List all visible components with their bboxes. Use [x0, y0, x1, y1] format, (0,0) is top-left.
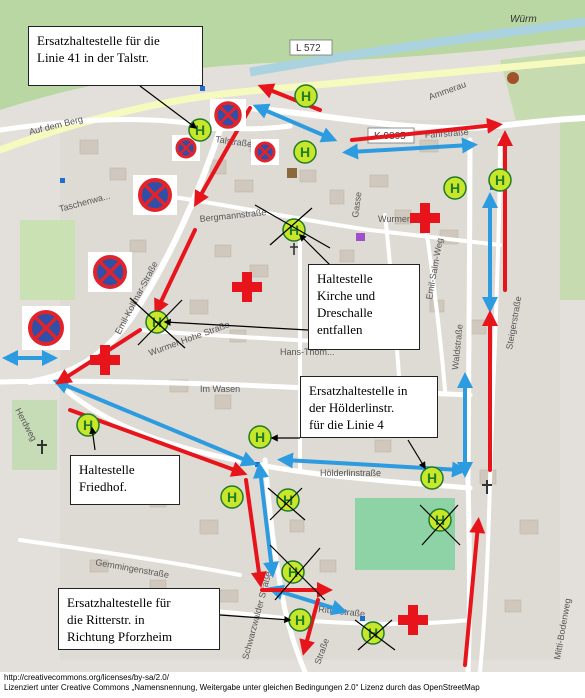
cross-icon: [37, 440, 47, 454]
callout-line: Richtung Pforzheim: [67, 629, 173, 644]
river: [249, 17, 585, 77]
cross-icon: [290, 243, 298, 255]
bus-stop-icon: H: [220, 485, 244, 509]
cross-icon: [482, 480, 492, 494]
park-area: [20, 220, 75, 300]
bus-marker: [60, 178, 65, 183]
bus-stop-icon: H: [248, 425, 272, 449]
bus-stop-icon: H: [488, 168, 512, 192]
no-parking-icon: [133, 175, 177, 215]
street-label: Hölderlinstraße: [320, 468, 381, 478]
bus-marker: [360, 616, 365, 621]
bus-stop-letter: H: [195, 122, 205, 138]
callout-replacement-stop-talstr: Ersatzhaltestelle für die Linie 41 in de…: [28, 26, 203, 86]
closure-cross-icon: [398, 605, 428, 635]
callout-replacement-stop-hoelderlinstr: Ersatzhaltestelle in der Hölderlinstr. f…: [300, 376, 438, 438]
bus-stop-letter: H: [283, 492, 293, 508]
no-parking-icon: [88, 252, 132, 292]
license-url[interactable]: http://creativecommons.org/licenses/by-s…: [4, 673, 169, 682]
closure-crosses: [90, 203, 440, 635]
bus-stop-letter: H: [227, 489, 237, 505]
callout-line: Ersatzhaltestelle für die: [37, 33, 160, 48]
cancelled-stop-marks: [129, 204, 461, 651]
license-text: Lizenziert unter Creative Commons „Namen…: [4, 683, 480, 692]
closure-cross-icon: [90, 345, 120, 375]
callout-pointers: [89, 85, 426, 624]
bus-stop-icon: H: [428, 508, 452, 532]
bus-marker: [200, 86, 205, 91]
cemetery: [12, 400, 57, 470]
callout-replacement-stop-ritterstr: Ersatzhaltestelle für die Ritterstr. in …: [58, 588, 220, 650]
bus-stop-icon: H: [293, 140, 317, 164]
bus-stop-letter: H: [288, 564, 298, 580]
no-parking-icon: [210, 99, 246, 131]
callout-line: Linie 41 in der Talstr.: [37, 50, 149, 65]
bus-stop-icon: H: [276, 488, 300, 512]
street-label: Hans-Thom...: [280, 347, 335, 357]
street-label: Gasse: [350, 191, 364, 218]
no-parking-icon: [22, 306, 70, 350]
callout-line: Ersatzhaltestelle für: [67, 595, 171, 610]
bus-stop-icon: H: [294, 84, 318, 108]
fire-station-icon: [507, 72, 519, 84]
callout-stops-dropped: Haltestelle Kirche und Dreschalle entfal…: [308, 264, 420, 350]
bus-stop-letter: H: [435, 512, 445, 528]
bus-stop-letter: H: [300, 144, 310, 160]
bus-stop-icon: H: [420, 466, 444, 490]
bus-stop-icon: H: [76, 413, 100, 437]
callout-line: der Hölderlinstr.: [309, 400, 395, 415]
no-parking-icon: [251, 139, 279, 165]
closure-cross-icon: [232, 272, 262, 302]
callout-line: Ersatzhaltestelle in: [309, 383, 408, 398]
callout-line: Haltestelle: [79, 462, 135, 477]
bus-stop-letter: H: [427, 470, 437, 486]
church-icon: [287, 168, 297, 178]
bus-stop-letter: H: [301, 88, 311, 104]
callout-line: entfallen: [317, 322, 363, 337]
bus-stop-letter: H: [255, 429, 265, 445]
callout-line: Dreschalle: [317, 305, 373, 320]
callout-line: Friedhof.: [79, 479, 128, 494]
street-label: Waldstraße: [450, 324, 465, 370]
callout-line: die Ritterstr. in: [67, 612, 145, 627]
callout-line: für die Linie 4: [309, 417, 384, 432]
bus-stop-letter: H: [295, 612, 305, 628]
no-parking-signs: [22, 99, 279, 350]
road-ref-l572: L 572: [296, 43, 321, 54]
bus-marker: [255, 462, 260, 467]
bus-stop-icon: H: [281, 560, 305, 584]
map: Würm: [0, 0, 585, 672]
street-label: Im Wasen: [200, 384, 240, 394]
callout-stop-friedhof: Haltestelle Friedhof.: [70, 455, 180, 505]
bus-stop-icon: H: [443, 176, 467, 200]
closure-cross-icon: [410, 203, 440, 233]
bus-stop-icon: H: [188, 118, 212, 142]
river-label: Würm: [510, 14, 537, 25]
bus-stop-letter: H: [83, 417, 93, 433]
map-pictograms: [37, 72, 519, 621]
bus-stop-letter: H: [450, 180, 460, 196]
callout-line: Kirche und: [317, 288, 376, 303]
bus-stop-letter: H: [495, 172, 505, 188]
callout-line: Haltestelle: [317, 271, 373, 286]
street-label: Wurmer: [378, 214, 410, 224]
bus-stop-letter: H: [289, 222, 299, 238]
bus-stop-icon: H: [288, 608, 312, 632]
shop-icon: [356, 233, 365, 241]
